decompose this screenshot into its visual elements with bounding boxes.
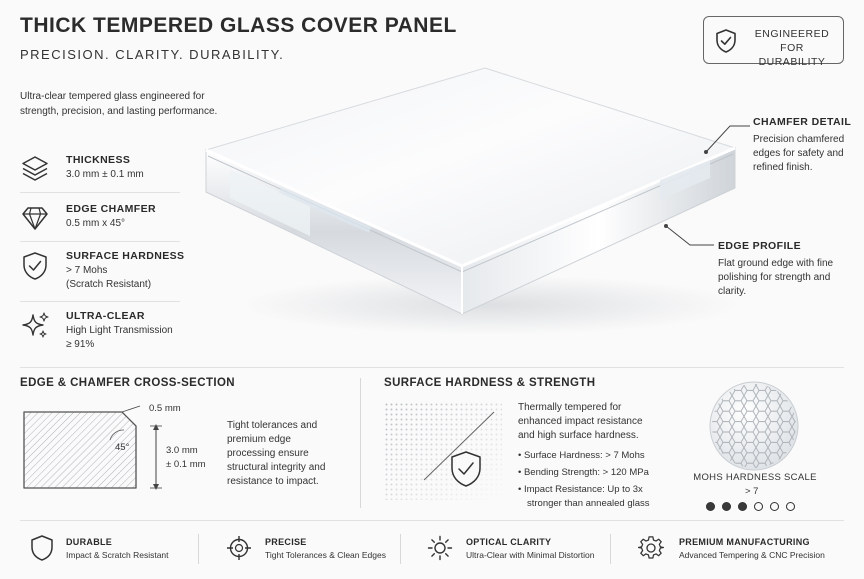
thickness-value: 3.0 mm	[166, 445, 198, 456]
spec-title: EDGE CHAMFER	[66, 203, 156, 215]
footer-item-durable: DURABLE Impact & Scratch Resistant	[66, 537, 169, 560]
mohs-scale-dot	[738, 502, 747, 511]
spec-title: SURFACE HARDNESS	[66, 250, 185, 262]
mohs-scale-dot	[770, 502, 779, 511]
mohs-scale-dot	[754, 502, 763, 511]
spec-value: High Light Transmission ≥ 91%	[66, 324, 173, 352]
badge-line-2: DURABILITY	[758, 56, 826, 68]
footer-title: PREMIUM MANUFACTURING	[679, 537, 810, 547]
intro-text: Ultra-clear tempered glass engineered fo…	[20, 91, 218, 117]
spec-value: 3.0 mm ± 0.1 mm	[66, 168, 144, 182]
footer-divider	[20, 520, 844, 521]
hardness-bullets: • Surface Hardness: > 7 Mohs • Bending S…	[518, 449, 653, 511]
footer-item-precise: PRECISE Tight Tolerances & Clean Edges	[265, 537, 386, 560]
mohs-scale-value: > 7	[745, 486, 759, 497]
bullet-item: • Impact Resistance: Up to 3x stronger t…	[518, 484, 650, 509]
spec-title: ULTRA-CLEAR	[66, 310, 145, 322]
page-title: THICK TEMPERED GLASS COVER PANEL	[20, 14, 457, 37]
spec-value-line: 0.5 mm x 45°	[66, 218, 126, 229]
divider	[20, 192, 180, 193]
layers-icon	[22, 156, 48, 181]
footer-title: PRECISE	[265, 537, 307, 547]
diamond-icon	[22, 207, 48, 230]
cross-section-diagram	[23, 405, 162, 490]
hardness-graphic	[384, 402, 502, 500]
footer-separator	[400, 534, 401, 564]
shield-check-icon	[23, 252, 47, 280]
mohs-scale-dot	[722, 502, 731, 511]
hardness-description: Thermally tempered for enhanced impact r…	[518, 402, 643, 441]
hardness-title: SURFACE HARDNESS & STRENGTH	[384, 377, 596, 389]
divider	[20, 301, 180, 302]
bullet-item: • Surface Hardness: > 7 Mohs	[518, 450, 645, 461]
shield-check-icon	[451, 451, 481, 487]
divider	[20, 241, 180, 242]
bullet-text: Bending Strength: > 120 MPa	[523, 467, 649, 478]
section-vertical-divider	[360, 378, 361, 508]
shield-check-icon	[716, 29, 736, 53]
edge-callout-title: EDGE PROFILE	[718, 240, 801, 252]
spec-value-line: ≥ 91%	[66, 339, 95, 350]
section-divider	[20, 367, 844, 368]
gear-icon	[638, 536, 664, 559]
spec-thickness: THICKNESS 3.0 mm ± 0.1 mm	[20, 154, 185, 202]
mohs-scale-dot	[786, 502, 795, 511]
edge-callout-body: Flat ground edge with fine polishing for…	[718, 258, 834, 297]
spec-value-line: (Scratch Resistant)	[66, 279, 152, 290]
spec-value-line: 3.0 mm ± 0.1 mm	[66, 169, 144, 180]
footer-item-premium-manufacturing: PREMIUM MANUFACTURING Advanced Tempering…	[679, 537, 825, 560]
spec-value: 0.5 mm x 45°	[66, 217, 125, 231]
sun-icon	[427, 535, 453, 561]
hexagon-mesh-graphic	[709, 381, 799, 471]
cross-section-title: EDGE & CHAMFER CROSS-SECTION	[20, 377, 236, 389]
bullet-item: • Bending Strength: > 120 MPa	[518, 467, 649, 478]
chamfer-leader-line	[704, 125, 750, 154]
chamfer-size-label: 0.5 mm	[149, 403, 181, 414]
spec-title: THICKNESS	[66, 154, 131, 166]
spec-value: > 7 Mohs (Scratch Resistant)	[66, 264, 151, 292]
footer-body: Ultra-Clear with Minimal Distortion	[466, 550, 595, 560]
spec-edge-chamfer: EDGE CHAMFER 0.5 mm x 45°	[20, 203, 185, 251]
footer-title: DURABLE	[66, 537, 113, 547]
edge-leader-line	[664, 224, 714, 246]
mohs-scale-dot	[706, 502, 715, 511]
cross-section-description: Tight tolerances and premium edge proces…	[227, 420, 326, 487]
bullet-text: Impact Resistance: Up to 3x stronger tha…	[523, 484, 650, 509]
spec-ultra-clear: ULTRA-CLEAR High Light Transmission ≥ 91…	[20, 310, 185, 358]
thickness-label: 3.0 mm ± 0.1 mm	[166, 444, 206, 472]
mohs-scale-dots	[706, 502, 806, 512]
mohs-scale-label: MOHS HARDNESS SCALE	[693, 472, 817, 483]
crosshair-icon	[227, 536, 251, 560]
badge-line-1: ENGINEERED FOR	[754, 28, 830, 54]
bullet-text: Surface Hardness: > 7 Mohs	[523, 450, 645, 461]
footer-separator	[610, 534, 611, 564]
durability-badge: ENGINEERED FOR DURABILITY	[703, 16, 844, 68]
footer-body: Advanced Tempering & CNC Precision	[679, 550, 825, 560]
shield-icon	[31, 535, 53, 561]
thickness-tolerance: ± 0.1 mm	[166, 459, 206, 470]
footer-separator	[198, 534, 199, 564]
chamfer-angle-label: 45°	[115, 442, 130, 453]
footer-body: Impact & Scratch Resistant	[66, 550, 169, 560]
footer-body: Tight Tolerances & Clean Edges	[265, 550, 386, 560]
spec-value-line: > 7 Mohs	[66, 265, 108, 276]
chamfer-callout-body: Precision chamfered edges for safety and…	[753, 134, 845, 173]
glass-panel-illustration	[204, 67, 740, 335]
page-subtitle: PRECISION. CLARITY. DURABILITY.	[20, 47, 285, 62]
footer-item-optical-clarity: OPTICAL CLARITY Ultra-Clear with Minimal…	[466, 537, 594, 560]
spec-value-line: High Light Transmission	[66, 325, 173, 336]
badge-text: ENGINEERED FOR DURABILITY	[744, 27, 840, 69]
footer-title: OPTICAL CLARITY	[466, 537, 552, 547]
sparkle-icon	[22, 312, 49, 338]
spec-surface-hardness: SURFACE HARDNESS > 7 Mohs (Scratch Resis…	[20, 250, 185, 298]
chamfer-callout-title: CHAMFER DETAIL	[753, 116, 852, 128]
